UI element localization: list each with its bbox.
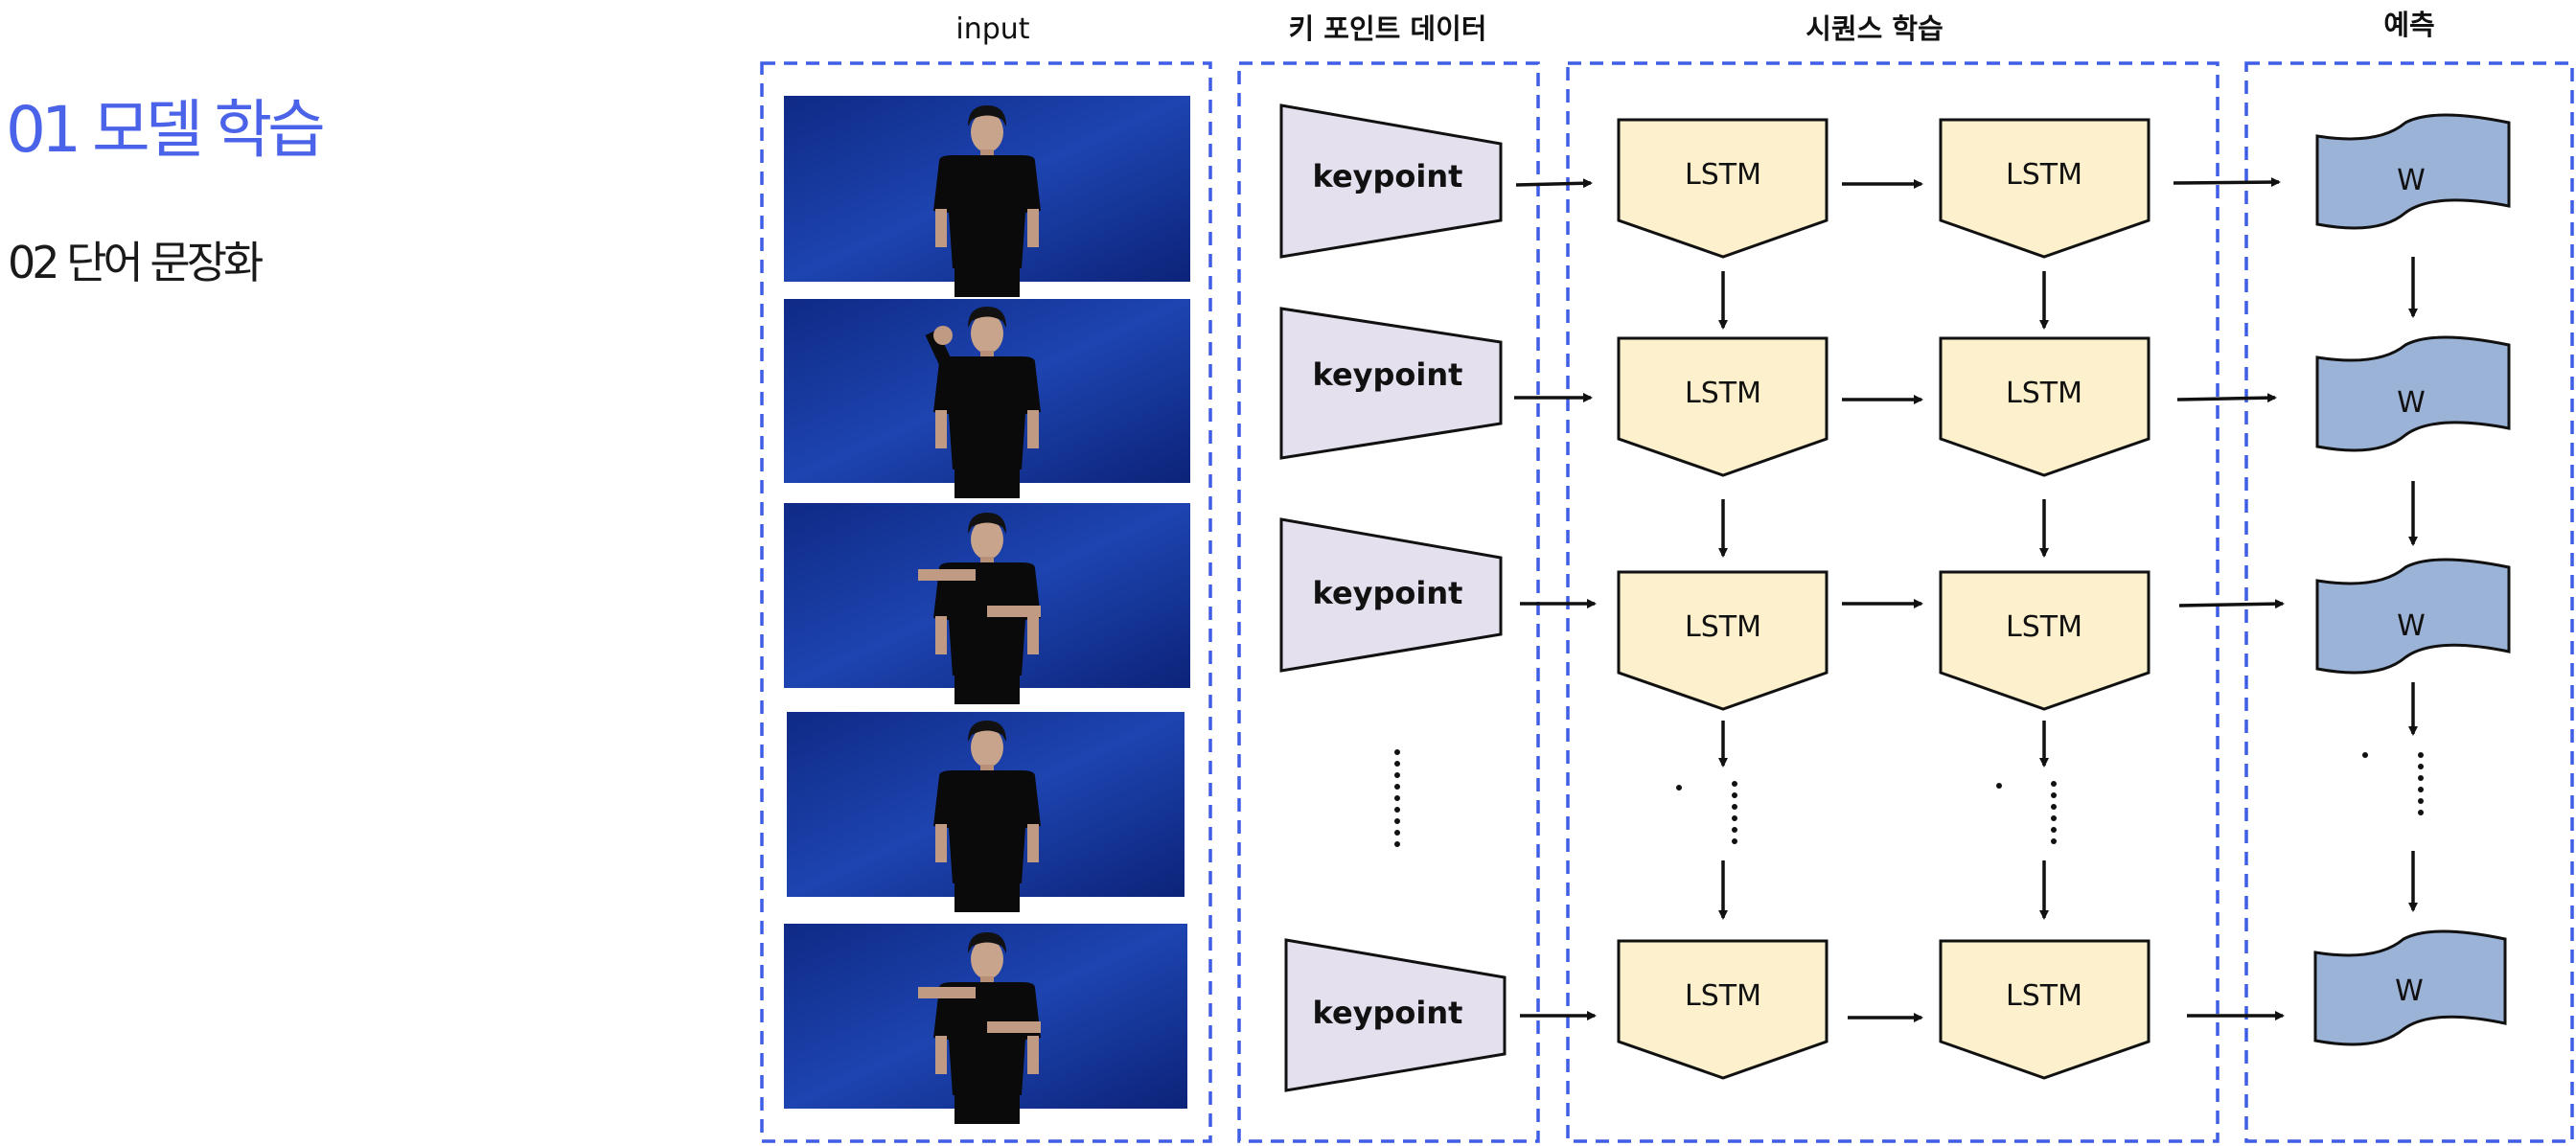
keypoint-block-1 — [1279, 103, 1503, 259]
keypoint-label-4: keypoint — [1313, 995, 1463, 1031]
lstm-ellipsis — [1676, 781, 2057, 844]
section-title-input: input — [955, 12, 1029, 46]
lstm-cell-r3-c1 — [1617, 570, 1828, 711]
keypoint-block-4 — [1284, 938, 1506, 1092]
flow-arrows — [1514, 177, 2418, 1022]
lstm-cell-r4-c2 — [1939, 939, 2150, 1080]
video-frame-3 — [784, 503, 1190, 704]
keypoint-label-1: keypoint — [1313, 158, 1463, 195]
video-frame-2 — [784, 299, 1190, 498]
lstm-cell-r4-c1 — [1617, 939, 1828, 1080]
output-label-4: W — [2395, 974, 2424, 1008]
output-block-1 — [2315, 113, 2511, 230]
lstm-label-r4-c2: LSTM — [2006, 979, 2082, 1013]
nav-item-model-training[interactable]: 01 모델 학습 — [6, 93, 326, 167]
input-section-frame — [760, 61, 1212, 1143]
lstm-label-r3-c2: LSTM — [2006, 610, 2082, 644]
lstm-label-r3-c1: LSTM — [1685, 610, 1761, 644]
section-title-keypoint: 키 포인트 데이터 — [1289, 12, 1487, 45]
lstm-label-r1-c2: LSTM — [2006, 158, 2082, 192]
video-frame-5 — [784, 924, 1187, 1124]
keypoint-block-3 — [1279, 517, 1503, 673]
video-frame-1 — [784, 96, 1190, 297]
section-title-prediction: 예측 — [2383, 9, 2434, 41]
output-label-2: W — [2397, 386, 2426, 420]
prediction-section-frame — [2244, 61, 2574, 1143]
lstm-label-r2-c1: LSTM — [1685, 377, 1761, 410]
lstm-cell-r3-c2 — [1939, 570, 2150, 711]
output-ellipsis — [2362, 752, 2424, 815]
output-block-4 — [2313, 929, 2507, 1046]
lstm-cell-r2-c1 — [1617, 336, 1828, 477]
output-block-2 — [2315, 335, 2511, 452]
keypoint-ellipsis — [1394, 749, 1400, 847]
keypoint-block-2 — [1279, 307, 1503, 460]
lstm-cell-r1-c2 — [1939, 118, 2150, 259]
output-block-3 — [2315, 558, 2511, 675]
keypoint-label-3: keypoint — [1313, 575, 1463, 611]
video-frame-4 — [787, 712, 1184, 912]
lstm-label-r2-c2: LSTM — [2006, 377, 2082, 410]
lstm-label-r4-c1: LSTM — [1685, 979, 1761, 1013]
lstm-label-r1-c1: LSTM — [1685, 158, 1761, 192]
section-title-sequence: 시퀀스 학습 — [1806, 12, 1944, 45]
output-label-3: W — [2397, 609, 2426, 643]
output-label-1: W — [2397, 164, 2426, 197]
keypoint-label-2: keypoint — [1313, 356, 1463, 393]
lstm-cell-r1-c1 — [1617, 118, 1828, 259]
lstm-cell-r2-c2 — [1939, 336, 2150, 477]
nav-item-word-sentence[interactable]: 02 단어 문장화 — [8, 237, 264, 288]
